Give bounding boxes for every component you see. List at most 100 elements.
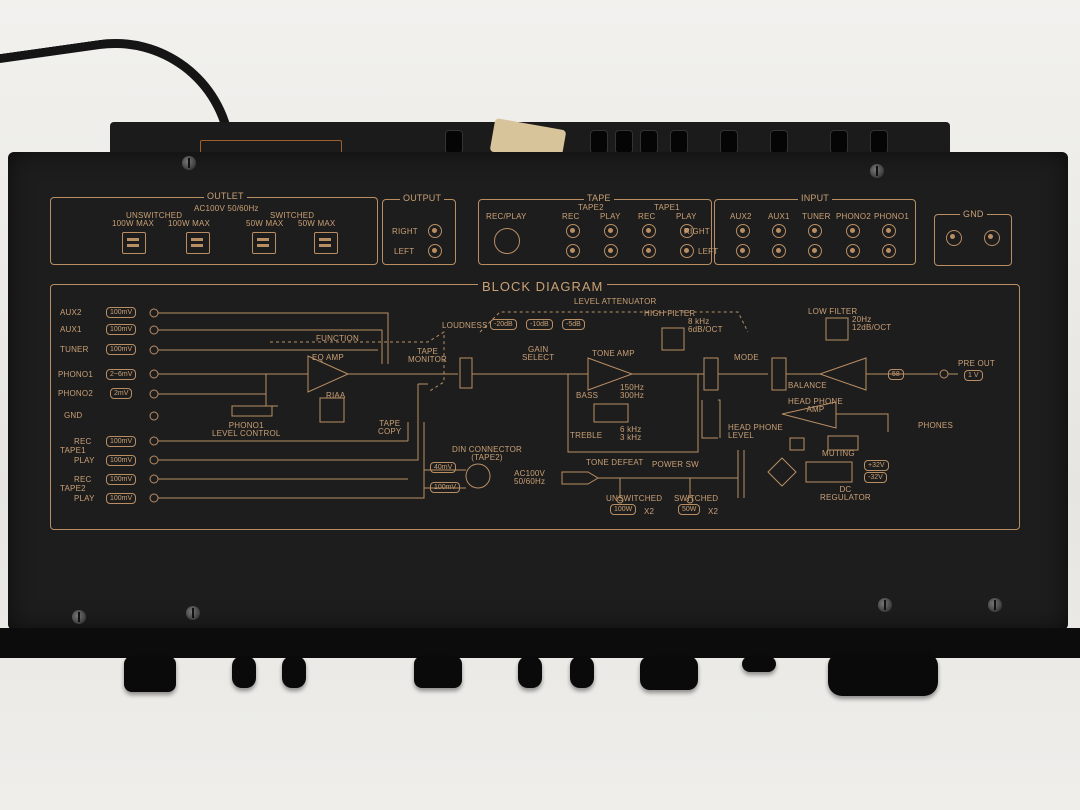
tape-title: TAPE (584, 194, 614, 203)
output-title: OUTPUT (400, 194, 445, 203)
tape-jack[interactable] (642, 224, 656, 238)
bd-tape2-label: TAPE2 (60, 484, 86, 493)
bd-tone-amp: TONE AMP (592, 349, 635, 358)
rear-jack (640, 130, 658, 154)
amplifier-top-cover: OUTLET AC100V 50/60Hz UNSWITCHED SWITCHE… (8, 152, 1068, 630)
bd-input-aux1: AUX1 (60, 325, 82, 334)
bd-din: DIN CONNECTOR (TAPE2) (452, 445, 523, 462)
tape-jack[interactable] (680, 224, 694, 238)
bd-gain-select: GAIN SELECT (522, 345, 555, 362)
rear-jack (615, 130, 633, 154)
input-jack[interactable] (736, 224, 750, 238)
bd-level-tuner: 100mV (106, 344, 137, 355)
bd-phones: PHONES (918, 421, 953, 430)
ac-socket[interactable] (314, 232, 338, 254)
ac-socket[interactable] (252, 232, 276, 254)
bd-mode: MODE (734, 353, 759, 362)
bd-muting: MUTING (822, 449, 855, 458)
bd-high-filter: HIGH FILTER (644, 309, 696, 318)
rear-jack (830, 130, 848, 154)
bd-att-20: -20dB (490, 319, 517, 330)
bd-switched: SWITCHED (674, 494, 719, 503)
tape-jack[interactable] (604, 224, 618, 238)
selector-lever[interactable] (518, 656, 542, 688)
bd-att-10: -10dB (526, 319, 553, 330)
gnd-terminal[interactable] (946, 230, 962, 246)
block-diagram-title: BLOCK DIAGRAM (478, 280, 608, 293)
screw (186, 606, 200, 620)
bd-balance: BALANCE (788, 381, 827, 390)
selector-lever[interactable] (232, 656, 256, 688)
output-right-jack[interactable] (428, 224, 442, 238)
bd-level-attenuator: LEVEL ATTENUATOR (574, 297, 657, 306)
tape-jack[interactable] (566, 244, 580, 258)
main-volume-knob[interactable] (828, 652, 938, 696)
block-diagram-lines (149, 308, 958, 504)
outlet-spec: AC100V 50/60Hz (194, 204, 259, 213)
bd-level-phono1: 2~6mV (106, 369, 137, 380)
output-right-label: RIGHT (392, 227, 418, 236)
bd-input-phono2: PHONO2 (58, 389, 93, 398)
rear-jack (770, 130, 788, 154)
rotary-knob[interactable] (414, 656, 462, 688)
bd-tape1-label: TAPE1 (60, 446, 86, 455)
input-jack[interactable] (736, 244, 750, 258)
rear-jack (870, 130, 888, 154)
input-jack[interactable] (882, 224, 896, 238)
ac-socket[interactable] (122, 232, 146, 254)
tape-col-rec1: REC (638, 212, 656, 221)
rear-jack (670, 130, 688, 154)
input-jack[interactable] (846, 224, 860, 238)
bd-tape1-rec: REC (74, 437, 92, 446)
bd-headphone-amp: HEAD PHONE AMP (788, 397, 843, 414)
rotary-knob[interactable] (640, 656, 698, 690)
input-jack[interactable] (772, 224, 786, 238)
tape-right-label: RIGHT (684, 227, 710, 236)
tape-jack[interactable] (680, 244, 694, 258)
screw (72, 610, 86, 624)
bd-treble: TREBLE (570, 431, 603, 440)
bd-switched-x2: X2 (708, 507, 719, 516)
gnd-terminal[interactable] (984, 230, 1000, 246)
input-col-tuner: TUNER (802, 212, 831, 221)
bd-att-5: -5dB (562, 319, 585, 330)
volume-knob[interactable] (124, 656, 176, 692)
ac-socket[interactable] (186, 232, 210, 254)
bd-pre-out: PRE OUT (958, 359, 995, 368)
din-socket[interactable] (494, 228, 520, 254)
bd-function: FUNCTION (316, 334, 359, 343)
tape-jack[interactable] (566, 224, 580, 238)
bd-bass-freq: 150Hz 300Hz (620, 383, 645, 400)
bd-treble-freq: 6 kHz 3 kHz (620, 425, 642, 442)
input-jack[interactable] (882, 244, 896, 258)
bd-tape-monitor: TAPE MONITOR (408, 347, 448, 364)
bd-tape2-rec: REC (74, 475, 92, 484)
outlet-title: OUTLET (204, 192, 247, 201)
tape-jack[interactable] (642, 244, 656, 258)
selector-lever[interactable] (282, 656, 306, 688)
bd-ac: AC100V 50/60Hz (514, 469, 546, 486)
bd-tone-defeat: TONE DEFEAT (586, 458, 644, 467)
input-jack[interactable] (808, 244, 822, 258)
bd-switched-rating: 50W (678, 504, 701, 515)
bd-unswitched-rating: 100W (610, 504, 637, 515)
rear-jack (445, 130, 463, 154)
outlet-unswitched: UNSWITCHED (126, 211, 183, 220)
input-jack[interactable] (808, 224, 822, 238)
output-left-label: LEFT (394, 247, 415, 256)
tape-col-rec2: REC (562, 212, 580, 221)
input-jack[interactable] (846, 244, 860, 258)
small-knob[interactable] (742, 656, 776, 672)
rear-jack (720, 130, 738, 154)
input-jack[interactable] (772, 244, 786, 258)
bd-bass: BASS (576, 391, 599, 400)
outlet-max-3: 50W MAX (246, 219, 284, 228)
outlet-max-2: 100W MAX (168, 219, 211, 228)
output-left-jack[interactable] (428, 244, 442, 258)
tape1-label: TAPE1 (654, 203, 680, 212)
tape-jack[interactable] (604, 244, 618, 258)
bd-high-filter-spec: 8 kHz 6dB/OCT (688, 317, 723, 334)
selector-lever[interactable] (570, 656, 594, 688)
bd-pre-out-level: 1 V (964, 370, 983, 381)
tape2-label: TAPE2 (578, 203, 604, 212)
